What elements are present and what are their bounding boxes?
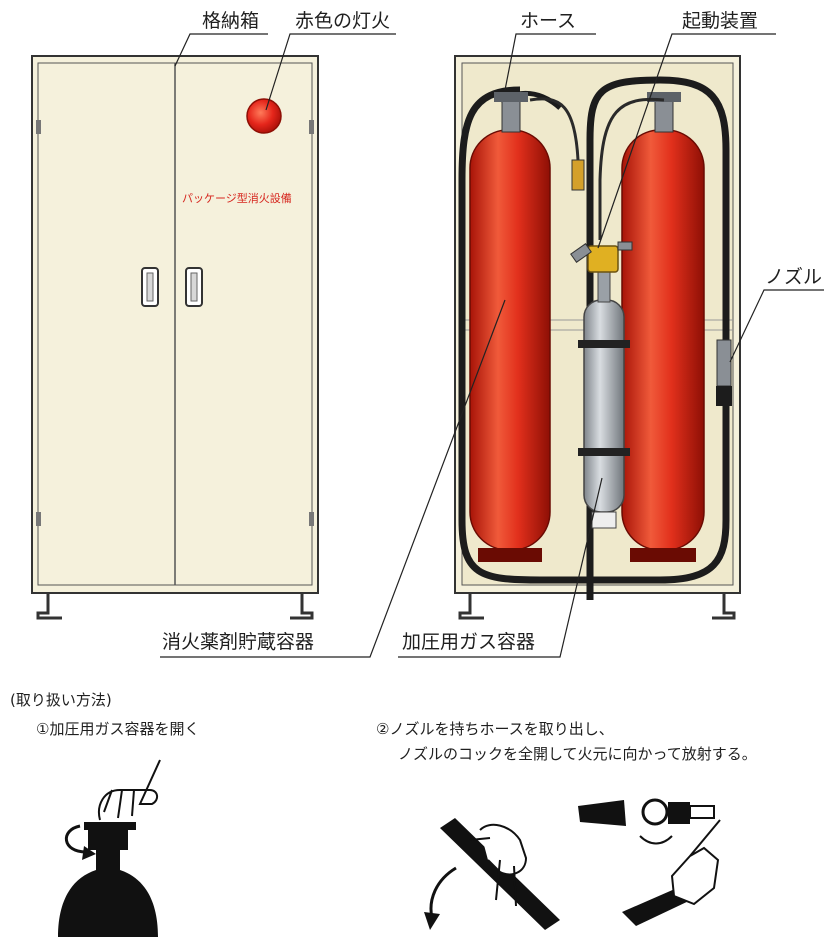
agent-cylinder-right-valve [654,97,674,133]
rotation-arrowhead [82,846,96,860]
hinge-left-top [36,120,41,134]
hose-loop [458,76,730,600]
agent-cylinder-right-body [621,129,705,551]
nozzle-body [716,339,732,387]
label-cabinet: 格納箱 [202,10,260,32]
gas-cylinder-neck [597,269,611,303]
leader-hose [504,33,596,91]
hinge-left-bottom [36,512,41,526]
leader-nozzle [729,289,824,363]
hinge-right-bottom [309,512,314,526]
label-nozzle: ノズル [765,266,823,288]
agent-cylinder-left-cap [494,92,528,102]
gas-cylinder-body [583,299,625,513]
nozzle-barrel [578,800,626,826]
label-actuator: 起動装置 [682,10,759,32]
instruction-step2-line1: ②ノズルを持ちホースを取り出し、 [376,720,614,738]
open-cabinet-foot-right [712,593,736,620]
downward-arrowhead [424,912,440,930]
actuator-valve [570,241,633,273]
rotation-arrow [64,824,87,854]
label-hose: ホース [520,10,577,32]
downward-arrow [429,866,457,919]
instruction-step2-line2: ノズルのコックを全開して火元に向かって放射する。 [398,745,757,763]
label-red-lamp: 赤色の灯火 [295,10,391,32]
leader-gas-container [398,477,603,658]
agent-cylinder-left-base [478,548,542,562]
label-gas-container: 加圧用ガス容器 [402,631,536,653]
pipe-fitting [571,159,585,191]
step2-illustration [424,798,721,930]
door-sign-text: パッケージ型消火設備 [182,192,292,205]
hand-on-hose [670,819,721,906]
leader-red-lamp [265,33,396,111]
leader-cabinet [174,33,268,67]
cabinet-foot-right [290,593,314,620]
gas-cylinder-foot [591,511,617,529]
cock-arrow [639,835,673,845]
open-cabinet [454,55,741,620]
agent-cylinder-right-base [630,548,696,562]
center-pipe [529,97,580,175]
door-handle-right-grip [190,272,198,302]
gas-cylinder-band [578,448,630,456]
leader-agent-container [160,299,506,658]
closed-cabinet [31,55,319,620]
hinge-right-top [309,120,314,134]
gas-cylinder-band [578,340,630,348]
agent-cylinder-right-cap [647,92,681,102]
leader-lines [160,33,824,658]
valve-top [88,830,128,850]
nozzle-cock [641,798,669,826]
open-cabinet-foot-left [458,593,484,620]
agent-cylinder-left-valve [501,97,521,133]
gas-bottle-silhouette [58,848,158,937]
red-lamp [246,98,282,134]
agent-cylinder-left-body [469,129,551,551]
instructions-heading: (取り扱い方法) [10,691,112,709]
label-agent-container: 消火薬剤貯蔵容器 [162,631,315,653]
hand-gripping-hose [469,823,528,907]
cabinet-foot-left [36,593,62,620]
nozzle-connector [668,802,690,824]
nozzle-grip [716,386,732,406]
step1-illustration [58,759,161,937]
instruction-step1: ①加圧用ガス容器を開く [36,720,200,738]
leader-actuator [597,33,776,249]
hose-diagonal [440,818,560,930]
valve-handle [84,822,136,830]
door-handle-left-grip [146,272,154,302]
nozzle-tip [689,805,715,819]
hand-outline [98,759,161,821]
